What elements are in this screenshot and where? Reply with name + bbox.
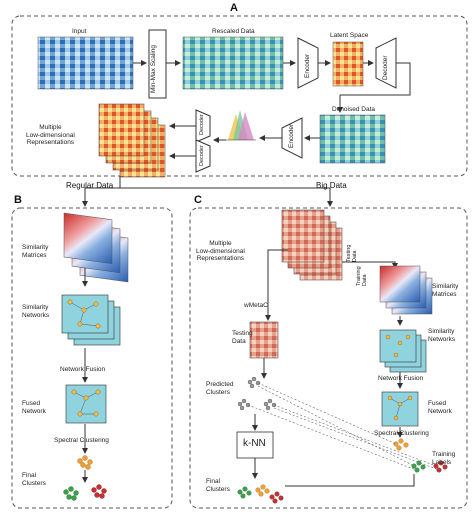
reps-stack-c	[281, 209, 343, 281]
panel-b-letter: B	[14, 194, 22, 206]
c-similarity-matrices-label: Similarity Matrices	[432, 283, 459, 298]
big-data-label: Big Data	[316, 181, 347, 190]
knn-dashed-links	[247, 382, 440, 471]
encoder-label-bottom: Encoder	[288, 123, 295, 148]
latent-space-label: Latent Space	[330, 32, 369, 39]
knn-box	[236, 431, 274, 459]
c-predicted-clusters-label: Predicted Clusters	[206, 381, 234, 396]
similarity-matrices-c	[379, 265, 433, 315]
panel-c-letter: C	[194, 194, 202, 206]
encoder-trapezoid-top	[297, 37, 319, 89]
denoised-heatmap	[319, 114, 386, 164]
panel-b-frame	[11, 207, 173, 509]
similarity-networks-b	[61, 294, 121, 346]
panel-a-letter: A	[230, 2, 238, 14]
decoder-label-1: Decoder	[199, 114, 205, 135]
denoised-data-label: Denoised Data	[332, 106, 375, 113]
panel-a-frame	[11, 15, 468, 177]
c-testing-data-label: Testing Data	[232, 330, 253, 345]
decoder-label-2: Decoder	[199, 145, 205, 166]
c-similarity-networks-label: Similarity Networks	[428, 328, 456, 343]
decoder-1	[195, 109, 211, 143]
rescaled-data-label: Rescaled Data	[212, 28, 255, 35]
final-clusters-c	[237, 484, 284, 504]
spectral-cluster-b	[77, 455, 93, 470]
b-final-clusters-label: Final Clusters	[22, 472, 46, 487]
rescaled-heatmap	[182, 36, 284, 90]
latent-space-heatmap	[332, 41, 364, 87]
c-knn-label: k-NN	[243, 438, 266, 449]
min-max-scaling-box	[148, 29, 167, 99]
c-wmetac-label: wMetaC	[244, 302, 268, 309]
similarity-networks-c	[379, 329, 427, 373]
fused-network-b	[65, 384, 107, 424]
testing-data-heatmap	[249, 321, 279, 359]
c-spectral-clustering-label: Spectral Clustering	[374, 430, 429, 437]
similarity-matrices-b	[63, 212, 129, 283]
low-dim-reps-stack	[98, 103, 145, 157]
input-label: Input	[72, 28, 87, 35]
input-heatmap	[37, 36, 134, 90]
b-spectral-clustering-label: Spectral Clustering	[54, 437, 109, 444]
b-fused-network-label: Fused Network	[22, 400, 46, 415]
c-training-data-rot: Training Data	[356, 266, 368, 286]
decoder-trapezoid-top	[375, 37, 397, 89]
decoder-label-top: Decoder	[382, 55, 389, 80]
fused-network-c	[381, 391, 419, 427]
c-final-clusters-label: Final Clusters	[206, 478, 230, 493]
encoder-trapezoid-bottom	[281, 117, 303, 159]
decoder-2	[195, 139, 211, 173]
c-network-fusion-label: Network Fusion	[378, 375, 424, 382]
b-similarity-matrices-label: Similarity Matrices	[22, 244, 49, 259]
regular-data-label: Regular Data	[66, 181, 114, 190]
b-similarity-networks-label: Similarity Networks	[22, 304, 50, 319]
c-training-labels-label: Training Labels	[432, 451, 456, 466]
multiple-reps-label: Multiple Low-dimensional Representations	[26, 124, 75, 146]
spectral-cluster-c	[393, 438, 409, 451]
predicted-clusters-c	[237, 376, 277, 411]
min-max-scaling-label: Min-Max Scaling	[150, 44, 157, 93]
b-network-fusion-label: Network Fusion	[60, 366, 106, 373]
c-multiple-reps-label: Multiple Low-dimensional Representations	[196, 240, 245, 262]
panel-c-frame	[189, 207, 468, 509]
final-clusters-b	[63, 484, 107, 501]
encoder-label-top: Encoder	[304, 53, 311, 78]
c-testing-data-rot: Testing Data	[346, 244, 358, 262]
c-fused-network-label: Fused Network	[428, 400, 452, 415]
